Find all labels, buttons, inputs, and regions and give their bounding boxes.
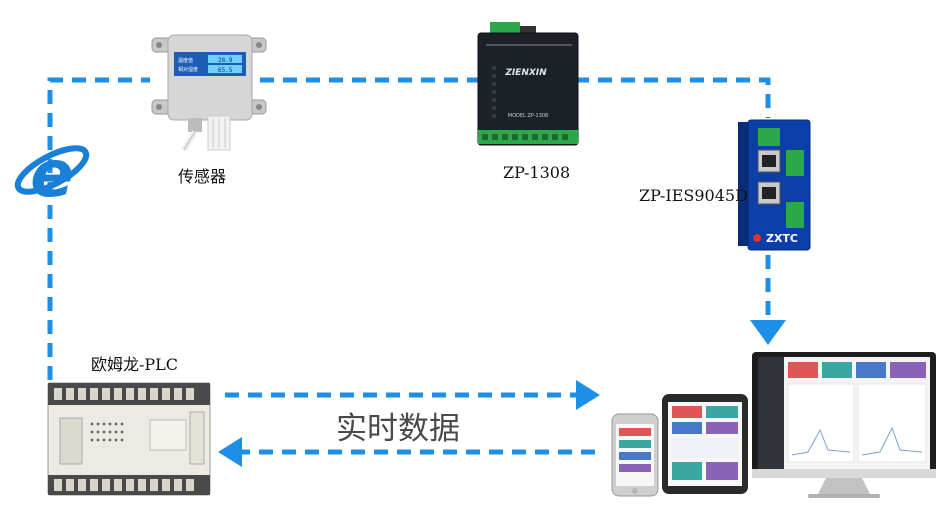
arrow-down-icon — [750, 320, 786, 345]
flow-lines — [47, 77, 771, 455]
gateway-model: MODEL ZP-1308 — [508, 113, 549, 119]
zp-ies9045d-switch: ZXTC — [738, 119, 811, 251]
internet-explorer-icon: e — [14, 138, 90, 212]
zp1308-gateway: ZIENXIN MODEL ZP-1308 — [477, 22, 579, 146]
flow-line-top-right — [575, 77, 771, 118]
zp1308-label: ZP-1308 — [503, 163, 571, 182]
flow-line-top-left — [47, 77, 150, 380]
omron-plc — [47, 382, 211, 496]
phone-device — [611, 413, 659, 497]
arrow-left-icon — [218, 437, 242, 467]
sensor-row1-value: 28.9 — [218, 57, 233, 64]
sensor-row1-label: 温度值 — [178, 57, 193, 64]
sensor-label: 传感器 — [178, 167, 227, 186]
svg-text:e: e — [30, 138, 73, 212]
arrow-right-icon — [576, 380, 600, 410]
sensor-row2-label: 相对湿度 — [178, 66, 198, 73]
tablet-device — [662, 394, 748, 494]
gateway-brand: ZIENXIN — [504, 68, 547, 78]
realtime-data-label: 实时数据 — [336, 411, 460, 447]
plc-label: 欧姆龙-PLC — [91, 355, 179, 374]
zp-ies9045d-label: ZP-IES9045D — [639, 186, 748, 205]
sensor-device: 温度值 相对湿度 28.9 65.5 — [151, 34, 267, 152]
monitor-device — [752, 352, 936, 498]
sensor-row2-value: 65.5 — [218, 67, 233, 74]
switch-brand: ZXTC — [766, 232, 798, 245]
